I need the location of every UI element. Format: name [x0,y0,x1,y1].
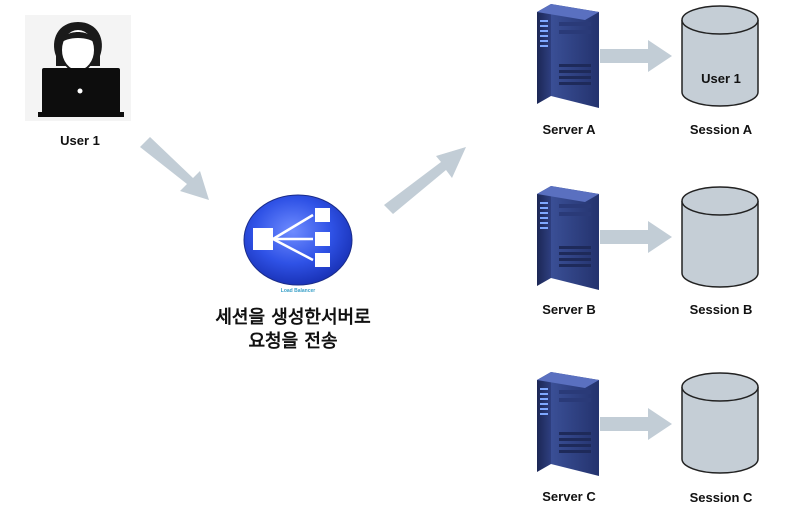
caption-line-1: 세션을 생성한서버로 [215,307,371,328]
session-c-label: Session C [689,490,753,505]
caption-line-2: 요청을 전송 [248,331,338,352]
arrow-server-c-to-session [600,408,672,440]
arrow-balancer-to-servers [384,147,466,214]
session-b-label: Session B [689,302,753,317]
server-b-icon [537,186,599,290]
server-c-icon [537,372,599,476]
server-c-label: Server C [542,489,596,504]
server-a-icon [537,4,599,108]
server-a-label: Server A [542,122,596,137]
server-b-label: Server B [542,302,596,317]
session-a-content: User 1 [701,71,741,86]
session-b-cylinder [681,186,759,288]
load-balancer-icon: Load Balancer [243,194,353,294]
session-a-label: Session A [689,122,753,137]
balancer-caption: 세션을 생성한서버로 요청을 전송 [183,306,403,354]
arrow-server-a-to-session [600,40,672,72]
session-a-cylinder [681,5,759,107]
session-c-cylinder [681,372,759,474]
arrow-server-b-to-session [600,221,672,253]
user-label: User 1 [60,133,100,148]
load-balancer-logo-text: Load Balancer [281,288,316,294]
arrow-user-to-balancer [140,137,209,200]
user-icon [25,15,131,121]
